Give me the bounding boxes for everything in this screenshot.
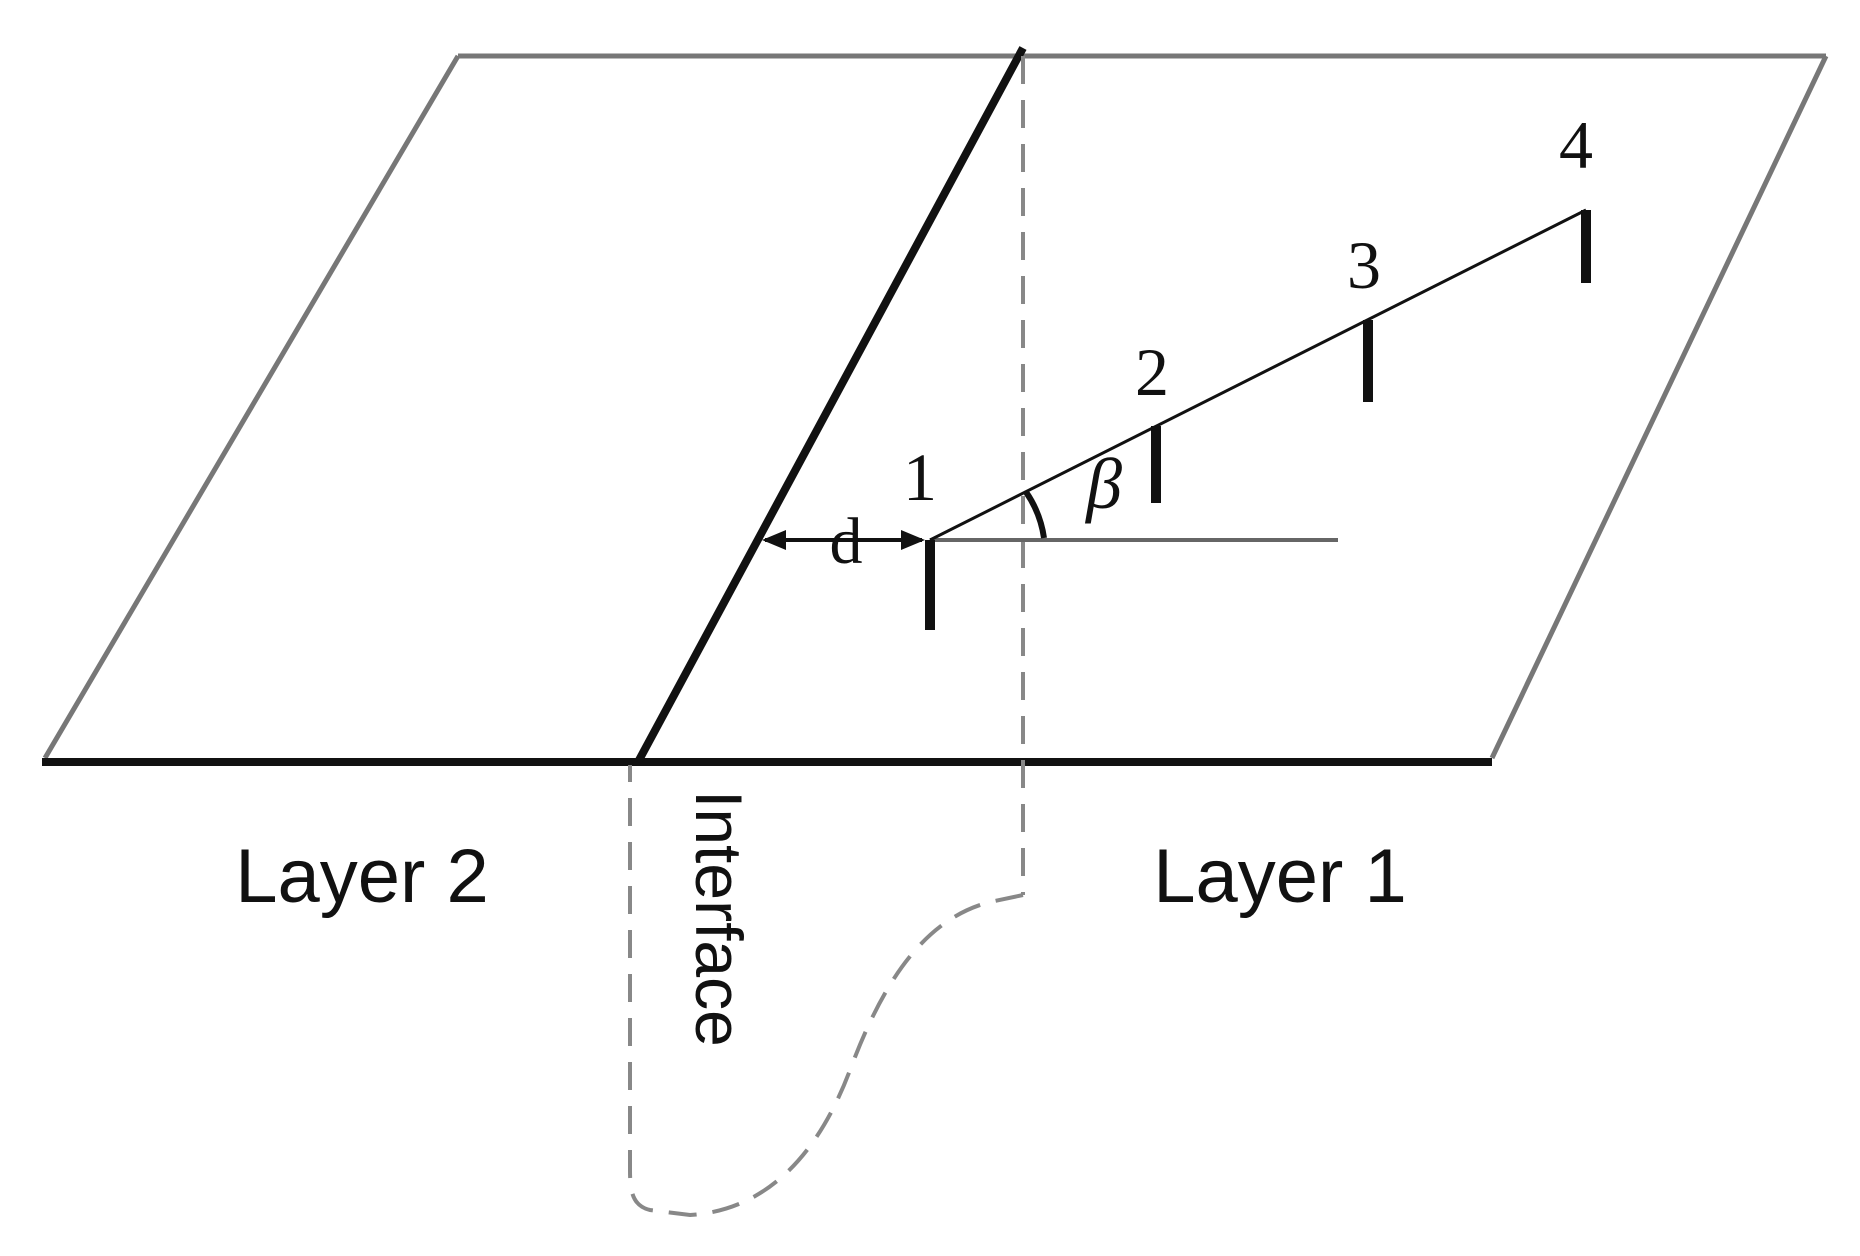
angle-beta-arc bbox=[1023, 490, 1047, 539]
layer-2-label: Layer 2 bbox=[235, 834, 489, 919]
layer-1-label: Layer 1 bbox=[1153, 834, 1407, 919]
electrode-array-line bbox=[929, 208, 1587, 542]
surface-left-edge bbox=[42, 54, 461, 760]
electrode-4-label: 4 bbox=[1559, 107, 1593, 183]
surface-right-edge bbox=[1489, 54, 1829, 760]
distance-label: d bbox=[830, 505, 863, 578]
interface-plane-outline-dashed bbox=[628, 765, 1024, 1218]
interface-trace-line bbox=[634, 46, 1027, 764]
electrode-1-label: 1 bbox=[903, 439, 937, 515]
distance-arrow-left-head bbox=[762, 530, 786, 550]
electrode-2-label: 2 bbox=[1135, 334, 1169, 410]
angle-beta-label: β bbox=[1084, 444, 1122, 524]
distance-arrow-right-head bbox=[901, 530, 925, 550]
interface-label: Interface bbox=[682, 790, 756, 1047]
electrode-3-label: 3 bbox=[1347, 227, 1381, 303]
